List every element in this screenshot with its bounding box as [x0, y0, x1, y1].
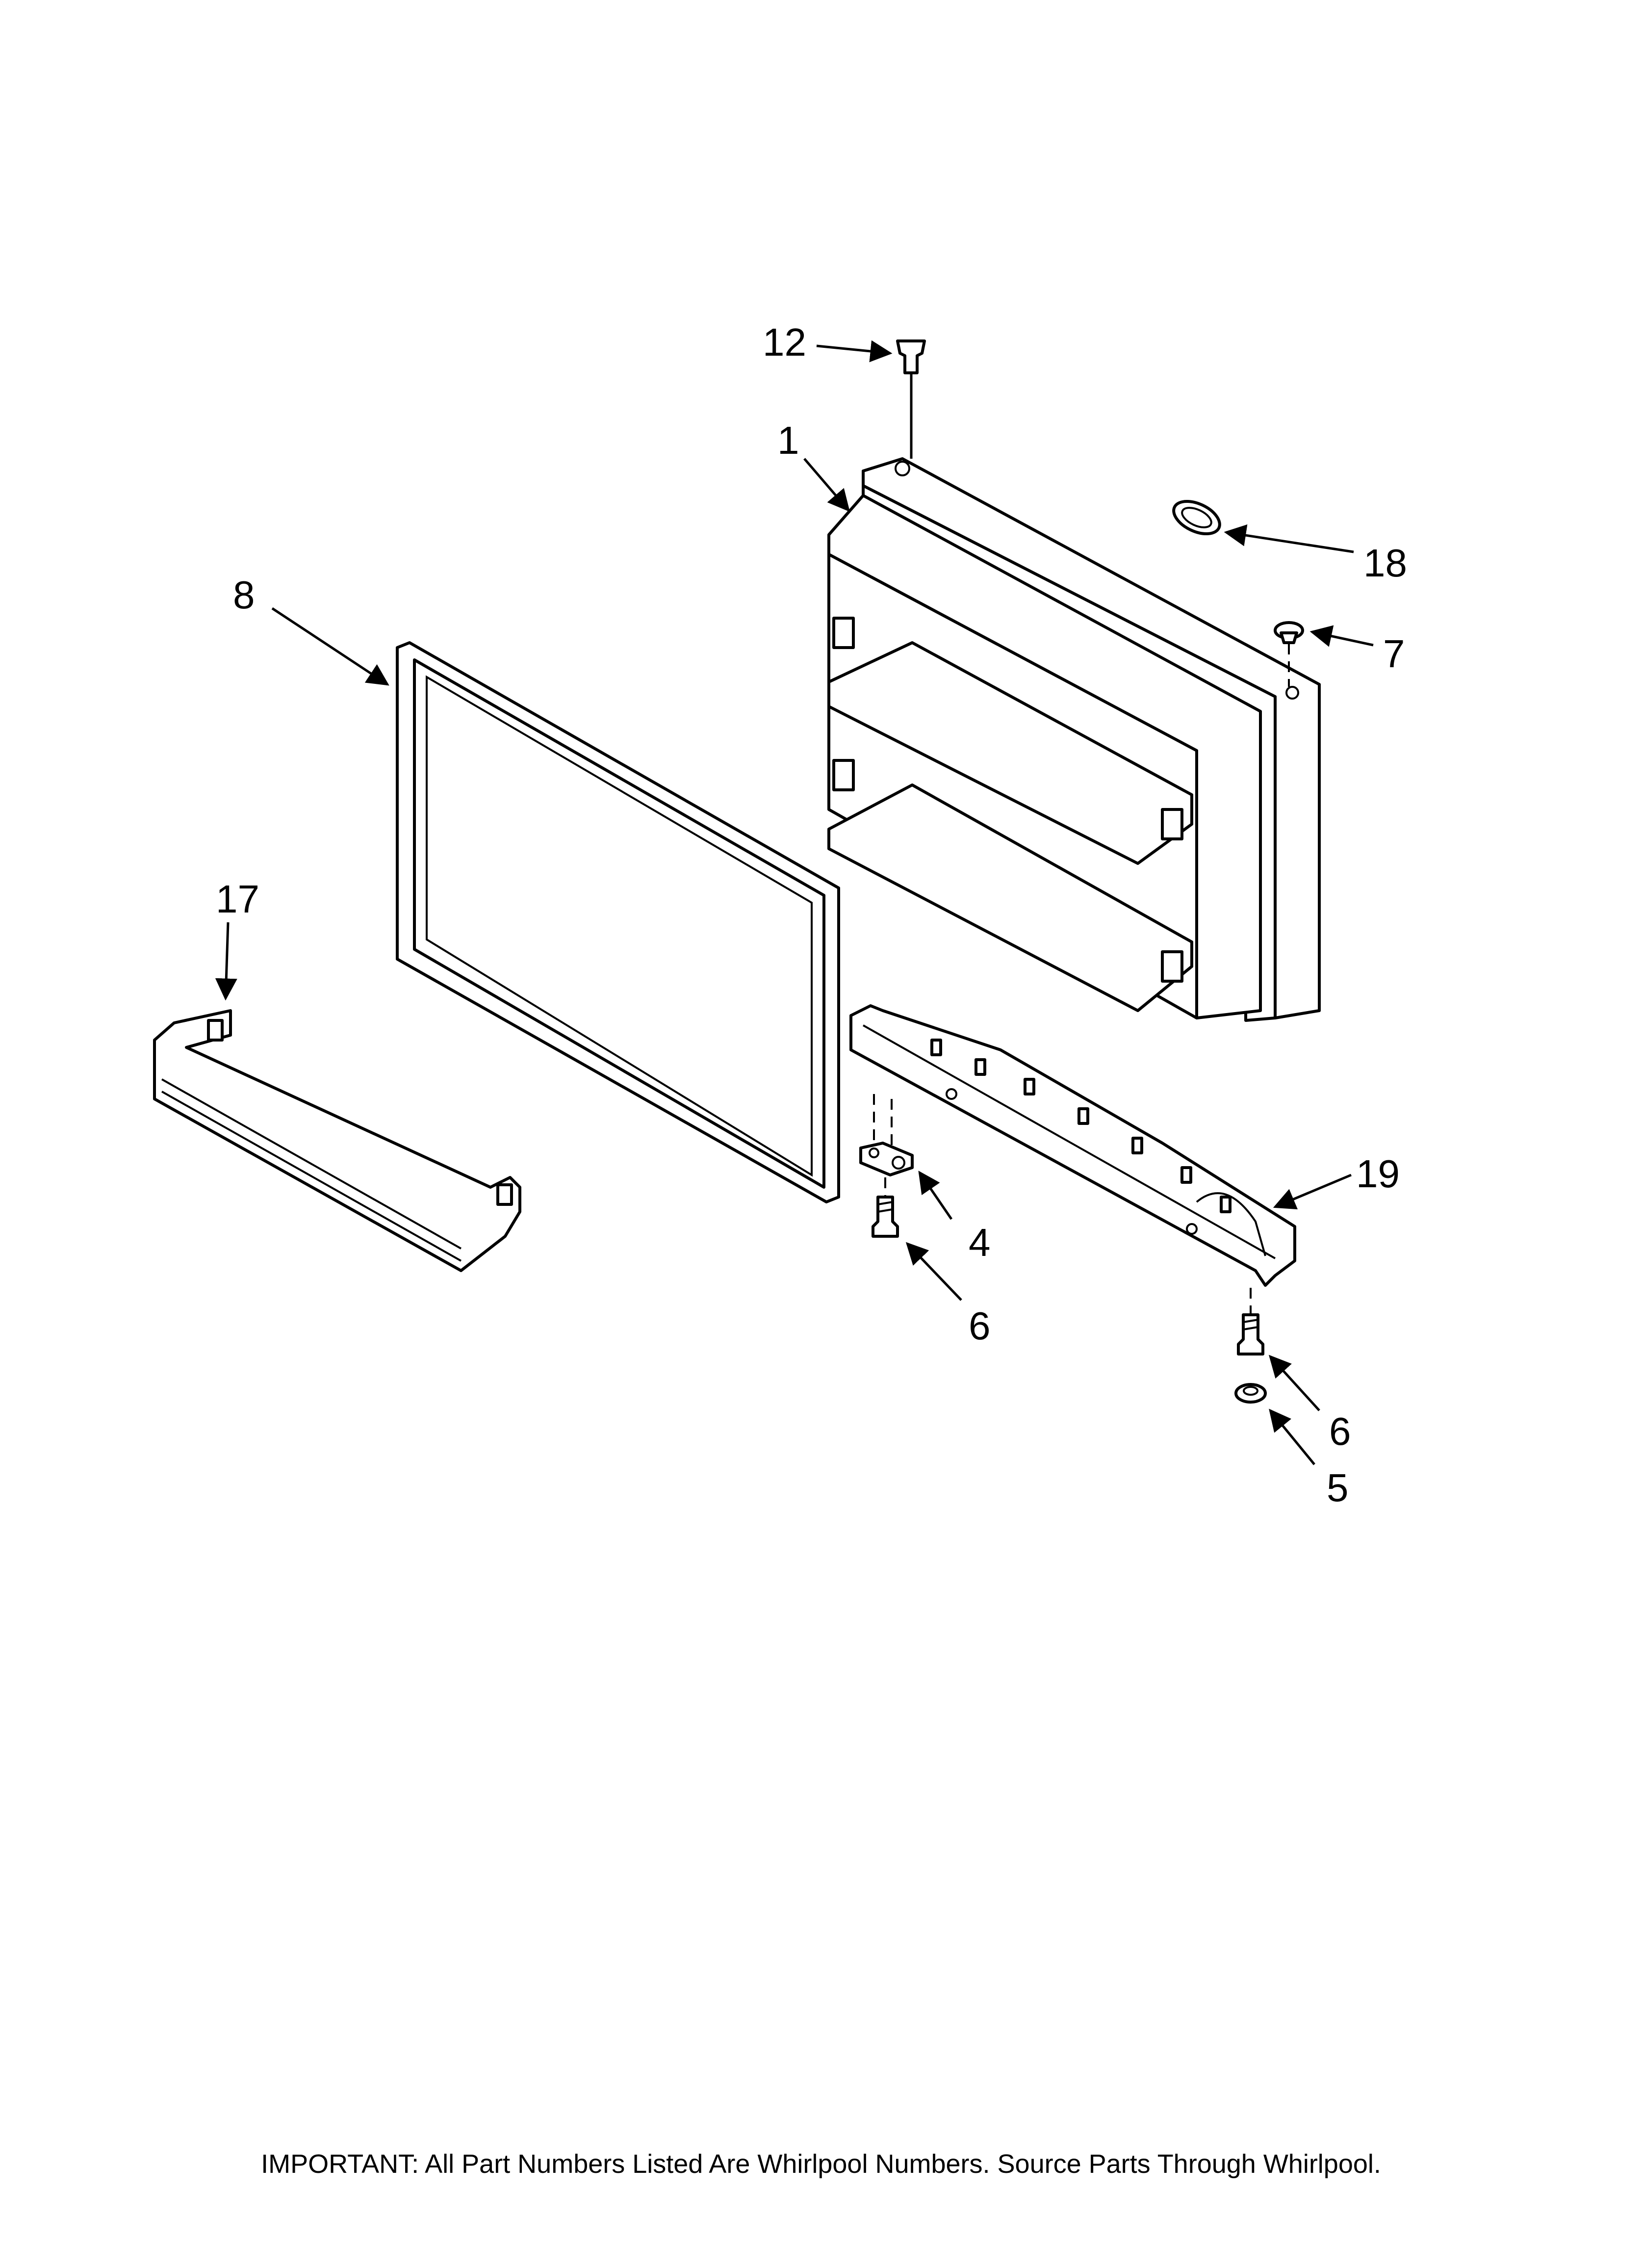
footer-notice: IMPORTANT: All Part Numbers Listed Are W… [261, 2149, 1381, 2179]
hinge-bracket [849, 1004, 1296, 1287]
callout-leaders [215, 340, 1374, 1465]
nut-washer [1234, 1383, 1267, 1404]
hinge-pin [896, 339, 926, 459]
screw-left [872, 1177, 899, 1238]
door-gasket [396, 641, 840, 1203]
plug-button [1274, 621, 1304, 687]
callout-17: 17 [216, 877, 259, 921]
callout-18: 18 [1363, 541, 1407, 585]
callout-12: 12 [763, 320, 806, 364]
freezer-door [827, 457, 1321, 1022]
callout-6-left: 6 [969, 1304, 991, 1348]
callout-19: 19 [1356, 1152, 1400, 1196]
callout-1: 1 [777, 418, 799, 462]
door-handle [153, 1009, 521, 1272]
plug-ring [1172, 499, 1221, 536]
callout-8: 8 [233, 573, 255, 617]
callout-6-right: 6 [1329, 1409, 1351, 1453]
callout-5: 5 [1327, 1466, 1349, 1510]
screw-right [1237, 1288, 1264, 1356]
hinge-plate [859, 1094, 914, 1176]
callout-7: 7 [1383, 632, 1405, 676]
callout-4: 4 [969, 1221, 991, 1264]
